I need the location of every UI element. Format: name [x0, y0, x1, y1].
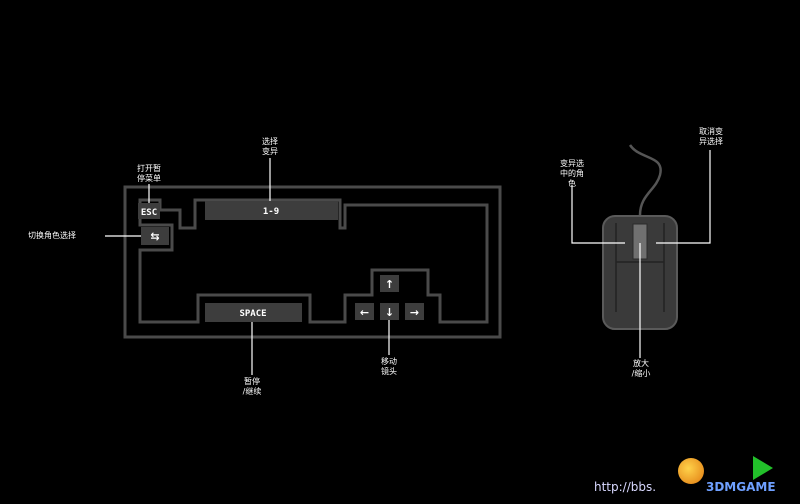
- mouse-wheel-label: 放大 /缩小: [631, 359, 651, 378]
- arrow-up-icon: ↑: [385, 278, 394, 291]
- arrow-right-icon: →: [410, 306, 419, 319]
- mouse-right-click-label: 取消变 异选择: [699, 127, 723, 146]
- arrow-down-key[interactable]: ↓: [380, 303, 399, 320]
- move-camera-label: 移动 镜头: [381, 357, 397, 376]
- arrow-down-icon: ↓: [385, 306, 394, 319]
- number-keys[interactable]: 1-9: [205, 201, 338, 220]
- play-triangle-icon: [753, 456, 773, 480]
- number-keys-label: 1-9: [263, 207, 279, 217]
- mouse-left-click-label: 变异选 中的角 色: [560, 159, 584, 188]
- arrow-left-key[interactable]: ←: [355, 303, 374, 320]
- switch-character-label: 切换角色选择: [28, 231, 76, 240]
- space-key[interactable]: SPACE: [205, 303, 302, 322]
- swap-arrows-icon: ⇆: [150, 230, 159, 243]
- arrow-right-key[interactable]: →: [405, 303, 424, 320]
- watermark-logo-icon: [678, 458, 704, 484]
- esc-key[interactable]: ESC: [138, 203, 160, 219]
- watermark: http://bbs. 3DMGAME: [588, 456, 793, 494]
- watermark-brand: 3DMGAME: [706, 480, 776, 494]
- keyboard-outline: [123, 185, 502, 339]
- watermark-url: http://bbs.: [594, 480, 657, 494]
- arrow-left-icon: ←: [360, 306, 369, 319]
- keyboard-callout-lines: [105, 158, 390, 375]
- arrow-up-key[interactable]: ↑: [380, 275, 399, 292]
- switch-character-key[interactable]: ⇆: [141, 227, 169, 245]
- pause-menu-label: 打开暂 停菜单: [137, 164, 161, 183]
- mouse-callout-lines: [571, 150, 711, 358]
- esc-key-label: ESC: [141, 208, 157, 218]
- space-key-label: SPACE: [239, 309, 266, 319]
- select-mutation-label: 选择 变异: [262, 137, 278, 156]
- pause-resume-label: 暂停 /继续: [242, 377, 262, 396]
